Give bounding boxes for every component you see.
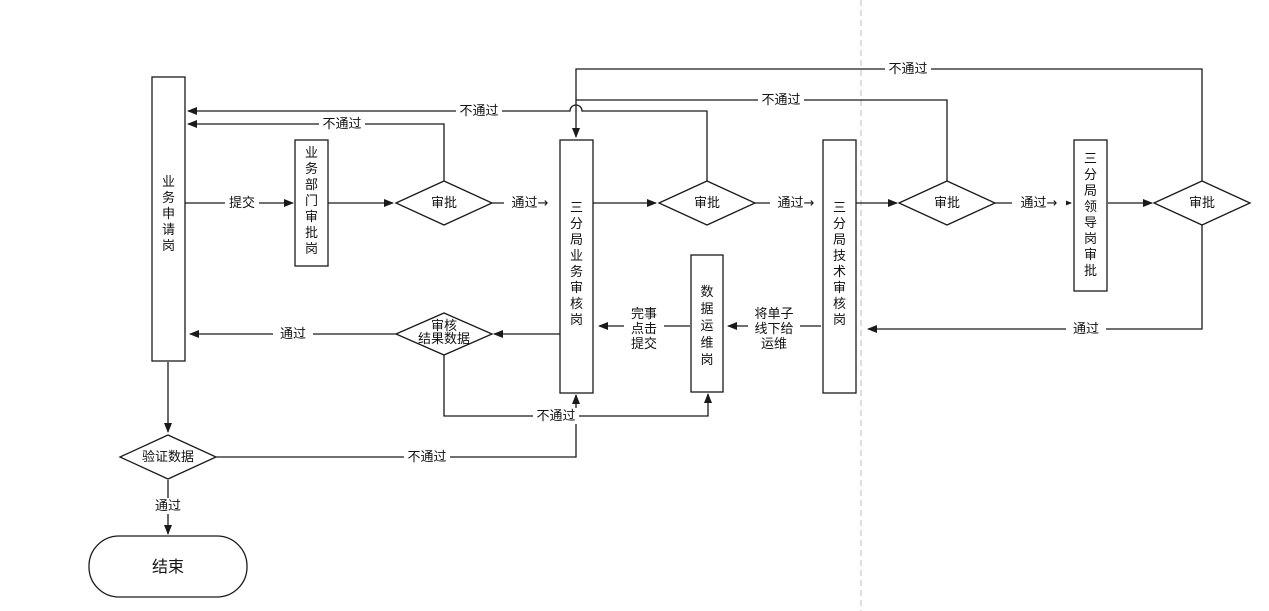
label-submit: 提交 <box>229 195 255 211</box>
label-reject-3: 不通过 <box>761 93 800 108</box>
node-approve-1 <box>394 180 494 226</box>
label-reject-2: 不通过 <box>459 104 498 119</box>
edge-approve4-reject <box>575 68 1203 181</box>
edge-approve3-reject <box>572 99 948 181</box>
label-pass-3: 通过→ <box>1021 196 1058 211</box>
node-business-apply-label: 业务申请岗 <box>162 175 175 254</box>
edge-approve1-reject <box>187 120 445 181</box>
node-data-ops <box>690 254 724 393</box>
label-reject-5: 不通过 <box>536 409 575 424</box>
node-end-label: 结束 <box>152 557 184 576</box>
edge-approve4-pass <box>867 225 1203 333</box>
node-data-ops-label: 数据运维岗 <box>700 285 713 368</box>
node-branch-leader-approve <box>1073 139 1108 292</box>
label-pass-5: 通过 <box>280 327 306 342</box>
node-dept-approve-label: 业务部门审批岗 <box>305 146 318 257</box>
node-branch-business-review <box>559 139 594 394</box>
node-verify-data <box>118 434 218 480</box>
edge-verify-reject <box>216 394 580 458</box>
node-approve-3 <box>897 180 997 226</box>
node-approve-2-label: 审批 <box>694 196 720 211</box>
label-pass-2: 通过→ <box>778 196 815 211</box>
node-branch-leader-approve-label: 三分局领导岗审批 <box>1084 152 1097 279</box>
label-pass-4: 通过 <box>1073 322 1099 337</box>
edge-approve2-reject <box>187 104 708 181</box>
label-pass-6: 通过 <box>155 499 181 514</box>
label-offline-to-ops: 将单子线下给运维 <box>754 307 793 352</box>
node-approve-3-label: 审批 <box>934 196 960 211</box>
node-branch-tech-review-label: 三分局技术审核岗 <box>833 201 846 328</box>
node-branch-business-review-label: 三分局业务审核岗 <box>570 201 583 328</box>
node-dept-approve <box>294 139 329 267</box>
node-business-apply <box>151 76 186 362</box>
label-reject-4: 不通过 <box>888 62 927 77</box>
node-approve-2 <box>657 180 757 226</box>
label-reject-1: 不通过 <box>322 117 361 132</box>
label-done-click-submit: 完事点击提交 <box>631 307 657 352</box>
node-verify-data-label: 验证数据 <box>142 449 194 465</box>
node-approve-4-label: 审批 <box>1189 196 1215 211</box>
node-review-result-data-label: 审核结果数据 <box>418 319 470 347</box>
label-reject-6: 不通过 <box>407 450 446 465</box>
node-approve-1-label: 审批 <box>431 196 457 211</box>
node-branch-tech-review <box>822 139 857 394</box>
node-approve-4 <box>1152 180 1252 226</box>
node-review-result-data <box>394 312 494 356</box>
label-pass-1: 通过→ <box>512 196 549 211</box>
node-end <box>88 535 248 598</box>
